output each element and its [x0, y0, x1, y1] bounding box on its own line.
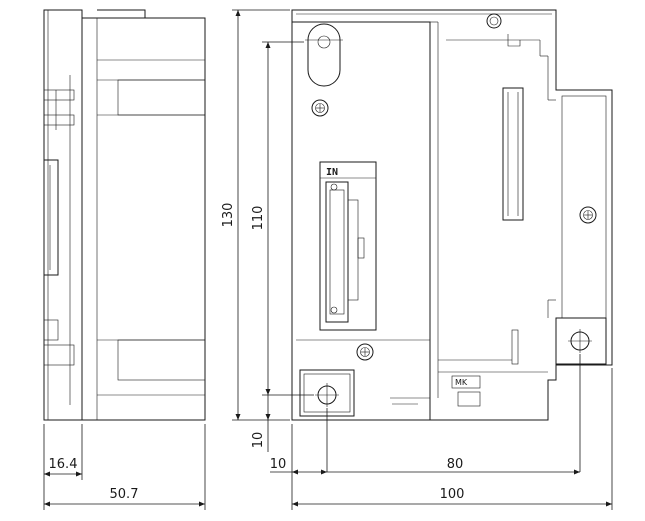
mounting-slot-icon: [305, 23, 343, 87]
connector-label: IN: [326, 167, 338, 178]
svg-text:16.4: 16.4: [49, 457, 78, 472]
screw-icon: [579, 206, 597, 224]
screw-icon: [311, 99, 329, 117]
screw-icon: [356, 343, 374, 361]
top-screw-icon: [486, 13, 502, 29]
connector-icon: [325, 181, 365, 323]
small-label: MK: [455, 378, 468, 387]
dim-10-vertical: 10: [251, 395, 271, 452]
dim-50-7: 50.7: [44, 487, 205, 507]
svg-text:100: 100: [440, 487, 465, 502]
dim-110: 110: [251, 42, 271, 395]
side-view: [43, 9, 206, 421]
side-slot: [43, 159, 59, 276]
svg-text:10: 10: [270, 457, 287, 472]
dim-10-horizontal: 10: [270, 457, 327, 475]
svg-text:80: 80: [447, 457, 464, 472]
connector-frame: [319, 161, 377, 331]
svg-text:50.7: 50.7: [110, 487, 139, 502]
svg-text:110: 110: [251, 206, 266, 231]
dim-100: 100: [292, 487, 612, 507]
mounting-hole-icon: [315, 383, 339, 407]
front-outline: [291, 9, 613, 421]
front-view: IN: [291, 9, 613, 421]
dim-130: 130: [221, 10, 241, 420]
side-body: [81, 17, 206, 421]
svg-text:130: 130: [221, 203, 236, 228]
dim-16-4: 16.4: [44, 457, 82, 477]
terminal-strip: [502, 87, 524, 221]
module-panel: [291, 21, 431, 421]
mounting-hole-icon: [568, 329, 592, 353]
dim-80: 80: [327, 457, 580, 475]
svg-text:10: 10: [251, 432, 266, 449]
